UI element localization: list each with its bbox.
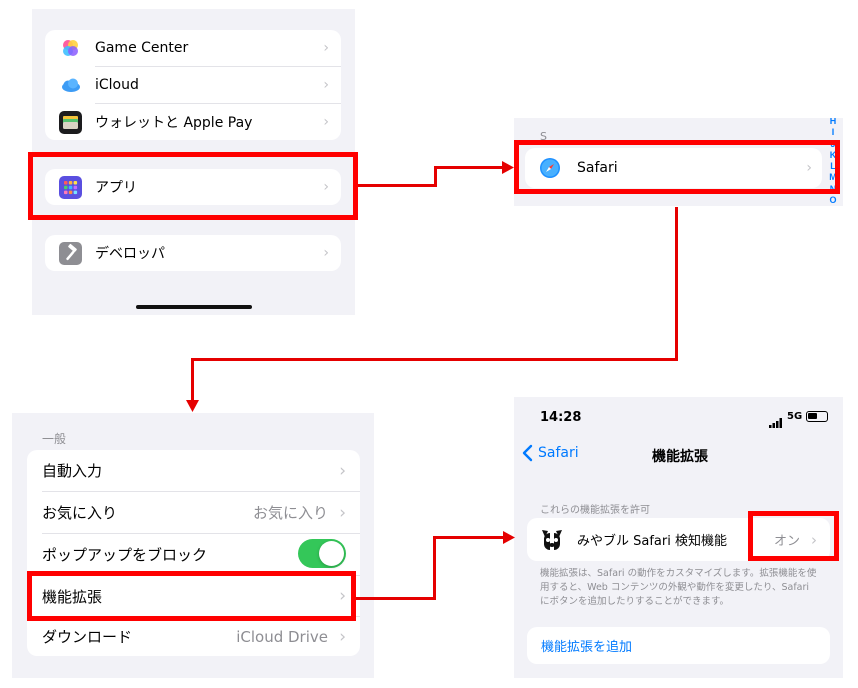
- divider: [42, 533, 360, 534]
- extension-state: オン: [773, 534, 800, 549]
- downloads-label: ダウンロード: [42, 628, 133, 646]
- icloud-icon: [59, 74, 82, 97]
- chevron-right-icon: ›: [323, 40, 329, 56]
- settings-item-developer[interactable]: デベロッパ ›: [45, 235, 341, 271]
- chevron-right-icon: ›: [323, 245, 329, 261]
- toggle-knob: [319, 541, 344, 566]
- arrow-segment: [433, 536, 505, 539]
- apps-group-s: Safari ›: [525, 148, 822, 188]
- extension-item[interactable]: みやブル Safari 検知機能 オン ›: [527, 518, 830, 561]
- signal-icon: [769, 413, 783, 428]
- arrow-segment: [434, 166, 437, 187]
- hammer-icon: [59, 242, 82, 265]
- block-popups-toggle[interactable]: [298, 539, 346, 568]
- back-button[interactable]: Safari: [522, 444, 579, 462]
- index-letter[interactable]: M: [829, 172, 837, 183]
- status-time: 14:28: [540, 410, 582, 425]
- arrow-segment: [356, 597, 436, 600]
- game-center-icon: [59, 37, 82, 60]
- row-autofill[interactable]: 自動入力 ›: [27, 450, 360, 491]
- extensions-screen-panel: 14:28 5G Safari 機能拡張 これらの機能拡張を許可 みやブル Sa…: [514, 397, 843, 678]
- favorites-value: お気に入り: [252, 504, 328, 522]
- highlight-apps: [28, 152, 358, 220]
- add-extension-button[interactable]: 機能拡張を追加: [527, 627, 830, 664]
- chevron-right-icon: ›: [811, 530, 817, 549]
- chevron-right-icon: ›: [806, 160, 812, 176]
- add-extension-label: 機能拡張を追加: [541, 640, 633, 655]
- chevron-right-icon: ›: [339, 626, 346, 647]
- arrow-segment: [191, 358, 678, 361]
- row-downloads[interactable]: ダウンロード iCloud Drive ›: [27, 617, 360, 656]
- home-indicator: [136, 305, 252, 309]
- divider: [95, 66, 341, 67]
- highlight-extensions: [27, 571, 356, 621]
- extensions-list: みやブル Safari 検知機能 オン ›: [527, 518, 830, 561]
- settings-item-wallet[interactable]: ウォレットと Apple Pay ›: [45, 104, 341, 140]
- index-letter[interactable]: N: [829, 183, 837, 194]
- back-label: Safari: [538, 445, 579, 461]
- arrow-segment: [675, 207, 678, 361]
- row-favorites[interactable]: お気に入り お気に入り ›: [27, 492, 360, 533]
- arrow-segment: [433, 536, 436, 600]
- extensions-footer: 機能拡張は、Safari の動作をカスタマイズします。拡張機能を使用すると、We…: [540, 568, 817, 607]
- arrow-segment: [434, 166, 504, 169]
- extensions-label: 機能拡張: [42, 587, 103, 606]
- row-extensions[interactable]: 機能拡張 ›: [27, 576, 360, 616]
- index-letter[interactable]: H: [829, 118, 837, 126]
- divider: [42, 491, 360, 492]
- arrow-head-icon: [186, 400, 199, 412]
- safari-icon: [539, 157, 561, 179]
- chevron-right-icon: ›: [323, 77, 329, 93]
- chevron-right-icon: ›: [339, 460, 346, 481]
- settings-panel-main: Game Center › iCloud › ウォレットと Apple Pay …: [32, 9, 355, 315]
- status-network: 5G: [787, 411, 803, 422]
- apps-label: アプリ: [95, 180, 137, 196]
- general-group: 自動入力 › お気に入り お気に入り › ポップアップをブロック 機能拡張 › …: [27, 450, 360, 656]
- settings-item-icloud[interactable]: iCloud ›: [45, 67, 341, 103]
- arrow-segment: [191, 358, 194, 402]
- chevron-left-icon: [522, 444, 533, 462]
- developer-label: デベロッパ: [95, 246, 165, 262]
- section-header: 一般: [42, 432, 67, 446]
- wallet-label: ウォレットと Apple Pay: [95, 115, 253, 131]
- extension-name: みやブル Safari 検知機能: [577, 534, 727, 549]
- apps-icon: [59, 176, 82, 199]
- autofill-label: 自動入力: [42, 462, 103, 480]
- index-letter[interactable]: O: [829, 195, 837, 206]
- apps-item-safari[interactable]: Safari ›: [525, 148, 822, 188]
- game-center-label: Game Center: [95, 40, 189, 56]
- allow-header: これらの機能拡張を許可: [540, 505, 650, 516]
- chevron-right-icon: ›: [323, 179, 329, 195]
- favorites-label: お気に入り: [42, 504, 118, 522]
- settings-group-developer: デベロッパ ›: [45, 235, 341, 271]
- nav-title: 機能拡張: [652, 449, 708, 465]
- highlight-extension-on: [748, 511, 839, 561]
- index-letter[interactable]: I: [831, 127, 835, 138]
- icloud-label: iCloud: [95, 77, 139, 93]
- index-letter[interactable]: K: [829, 149, 837, 160]
- settings-item-apps[interactable]: アプリ ›: [45, 169, 341, 205]
- wallet-icon: [59, 111, 82, 134]
- divider: [95, 103, 341, 104]
- bulldog-icon: [539, 527, 565, 553]
- index-letter[interactable]: L: [830, 161, 836, 172]
- safari-label: Safari: [577, 160, 618, 176]
- safari-settings-panel: 一般 自動入力 › お気に入り お気に入り › ポップアップをブロック 機能拡張…: [12, 413, 374, 678]
- arrow-head-icon: [503, 531, 515, 544]
- block-popups-label: ポップアップをブロック: [42, 546, 208, 564]
- arrow-segment: [358, 184, 436, 187]
- section-letter: S: [540, 130, 547, 143]
- arrow-head-icon: [502, 161, 514, 174]
- downloads-value: iCloud Drive: [236, 627, 328, 646]
- settings-group-accounts: Game Center › iCloud › ウォレットと Apple Pay …: [45, 30, 341, 140]
- battery-icon: [806, 411, 828, 422]
- settings-group-apps: アプリ ›: [45, 169, 341, 205]
- highlight-safari: [514, 140, 840, 194]
- settings-item-game-center[interactable]: Game Center ›: [45, 30, 341, 66]
- add-extension-group: 機能拡張を追加: [527, 627, 830, 664]
- chevron-right-icon: ›: [339, 502, 346, 523]
- chevron-right-icon: ›: [339, 586, 346, 606]
- row-block-popups: ポップアップをブロック: [27, 534, 360, 575]
- chevron-right-icon: ›: [323, 114, 329, 130]
